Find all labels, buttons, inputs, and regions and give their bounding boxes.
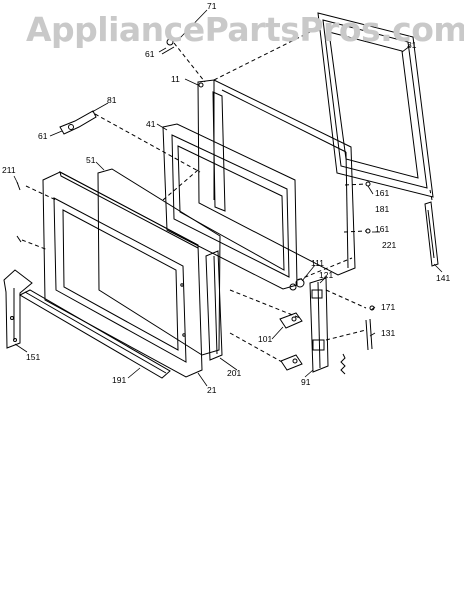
part-191-handle-bar [18,289,171,379]
part-151-end-cap [3,269,33,349]
callout-101: 101 [258,334,272,344]
callout-21: 21 [207,385,217,395]
part-21-front-door [42,171,203,378]
part-91-hinge-assembly [289,277,329,373]
part-31-outer-glass [317,12,434,198]
callout-111: 111 [311,258,324,268]
callout-221: 221 [382,240,396,250]
callout-181: 181 [375,204,389,214]
callout-161-mid: 161 [375,224,389,234]
callout-11: 11 [171,74,180,84]
callout-201: 201 [227,368,241,378]
callout-81: 81 [107,95,117,105]
door-inner-frame [197,79,356,276]
callout-191: 191 [112,375,126,385]
callout-61-top: 61 [145,49,155,59]
callout-211: 211 [2,165,16,175]
callout-121: 121 [319,270,333,280]
leader-lines [13,9,443,387]
callout-171: 171 [381,302,395,312]
part-101-bracket [279,312,303,371]
callout-51: 51 [86,155,96,165]
callout-71: 71 [207,1,217,11]
callout-131: 131 [381,328,395,338]
part-201-vertical-strip [205,250,223,361]
callout-41: 41 [146,119,156,129]
callout-151: 151 [26,352,40,362]
part-51-inner-panel [97,168,221,356]
part-41-glass-frame [162,123,298,290]
callout-141: 141 [436,273,450,283]
watermark-logo-text: AppliancePartsPros.com [26,10,464,49]
callout-labels: 71 61 31 11 81 41 61 211 51 161 181 161 … [2,1,450,395]
part-131-spring [340,318,373,375]
callout-161-top: 161 [375,188,389,198]
part-141-side-trim [424,201,439,267]
callout-91: 91 [301,377,311,387]
callout-61-left: 61 [38,131,48,141]
callout-31: 31 [407,40,417,50]
assembly-lines [21,27,433,363]
